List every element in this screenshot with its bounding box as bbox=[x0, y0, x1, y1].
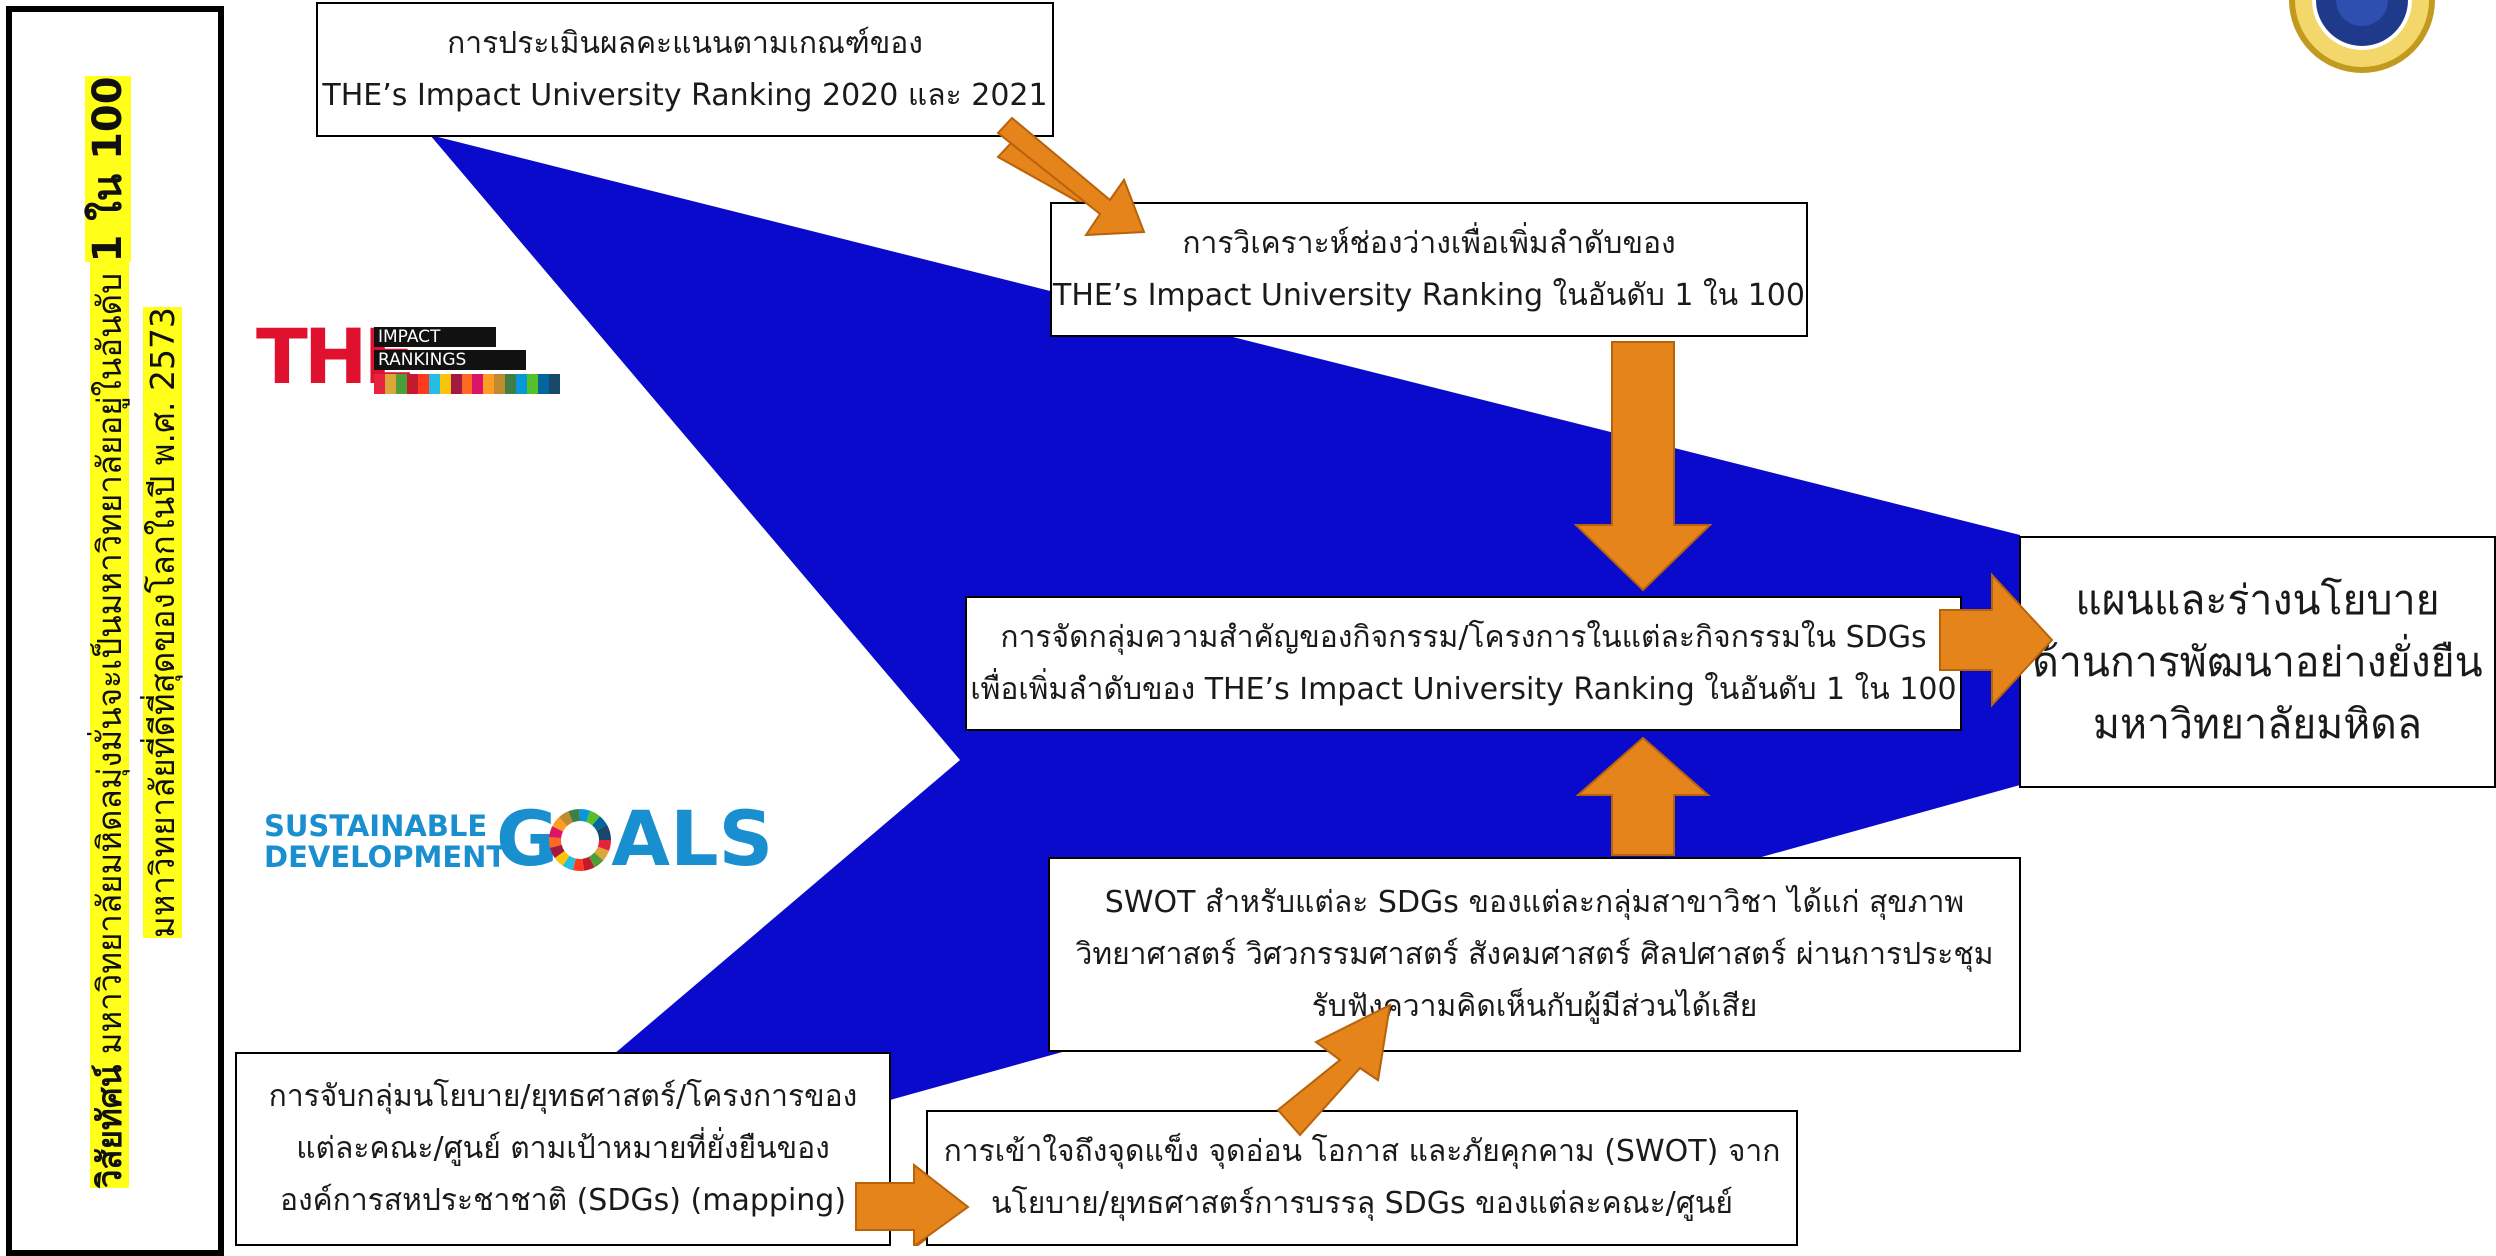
mahidol-seal-icon bbox=[2289, 0, 2435, 73]
arrow-swot-to-grouping bbox=[1575, 736, 1711, 856]
sdg-goals-word: G ALS bbox=[496, 794, 774, 883]
vision-line-1: วิสัยทัศน์ มหาวิทยาลัยมหิดลมุ่งมั่นจะเป็… bbox=[85, 76, 133, 1188]
arrow-gap-to-grouping bbox=[1573, 341, 1713, 592]
sdg-logo-text: SUSTAINABLE DEVELOPMENT bbox=[264, 809, 507, 874]
evaluation-box: การประเมินผลคะแนนตามเกณฑ์ของ THE’s Impac… bbox=[316, 2, 1054, 137]
mapping-box: การจับกลุ่มนโยบาย/ยุทธศาสตร์/โครงการของ … bbox=[235, 1052, 891, 1246]
vision-text-2: มหาวิทยาลัยที่ดีที่สุดของโลกในปี พ.ศ. 25… bbox=[143, 307, 182, 938]
vision-rank: 1 ใน 100 bbox=[85, 76, 131, 263]
sdg-color-strip bbox=[374, 374, 560, 394]
swot-understanding-box: การเข้าใจถึงจุดแข็ง จุดอ่อน โอกาส และภัย… bbox=[926, 1110, 1798, 1246]
the-impact-rankings-logo: THE IMPACT RANKINGS bbox=[256, 316, 561, 398]
vision-label: วิสัยทัศน์ bbox=[90, 1064, 129, 1188]
swot-groups-box: SWOT สำหรับแต่ละ SDGs ของแต่ละกลุ่มสาขาว… bbox=[1048, 857, 2021, 1052]
vision-text-1: มหาวิทยาลัยมหิดลมุ่งมั่นจะเป็นมหาวิทยาลั… bbox=[90, 262, 129, 1065]
sdg-wheel-icon bbox=[549, 809, 611, 871]
sdg-logo: SUSTAINABLE DEVELOPMENT G ALS bbox=[264, 797, 773, 881]
gap-analysis-box: การวิเคราะห์ช่องว่างเพื่อเพิ่มลำดับของ T… bbox=[1050, 202, 1808, 337]
the-rankings-label: RANKINGS bbox=[374, 350, 526, 370]
grouping-box: การจัดกลุ่มความสำคัญของกิจกรรม/โครงการใน… bbox=[965, 596, 1962, 731]
the-impact-label: IMPACT bbox=[374, 327, 496, 347]
plan-box: แผนและร่างนโยบาย ด้านการพัฒนาอย่างยั่งยื… bbox=[2019, 536, 2496, 788]
vision-line-2: มหาวิทยาลัยที่ดีที่สุดของโลกในปี พ.ศ. 25… bbox=[140, 307, 186, 938]
